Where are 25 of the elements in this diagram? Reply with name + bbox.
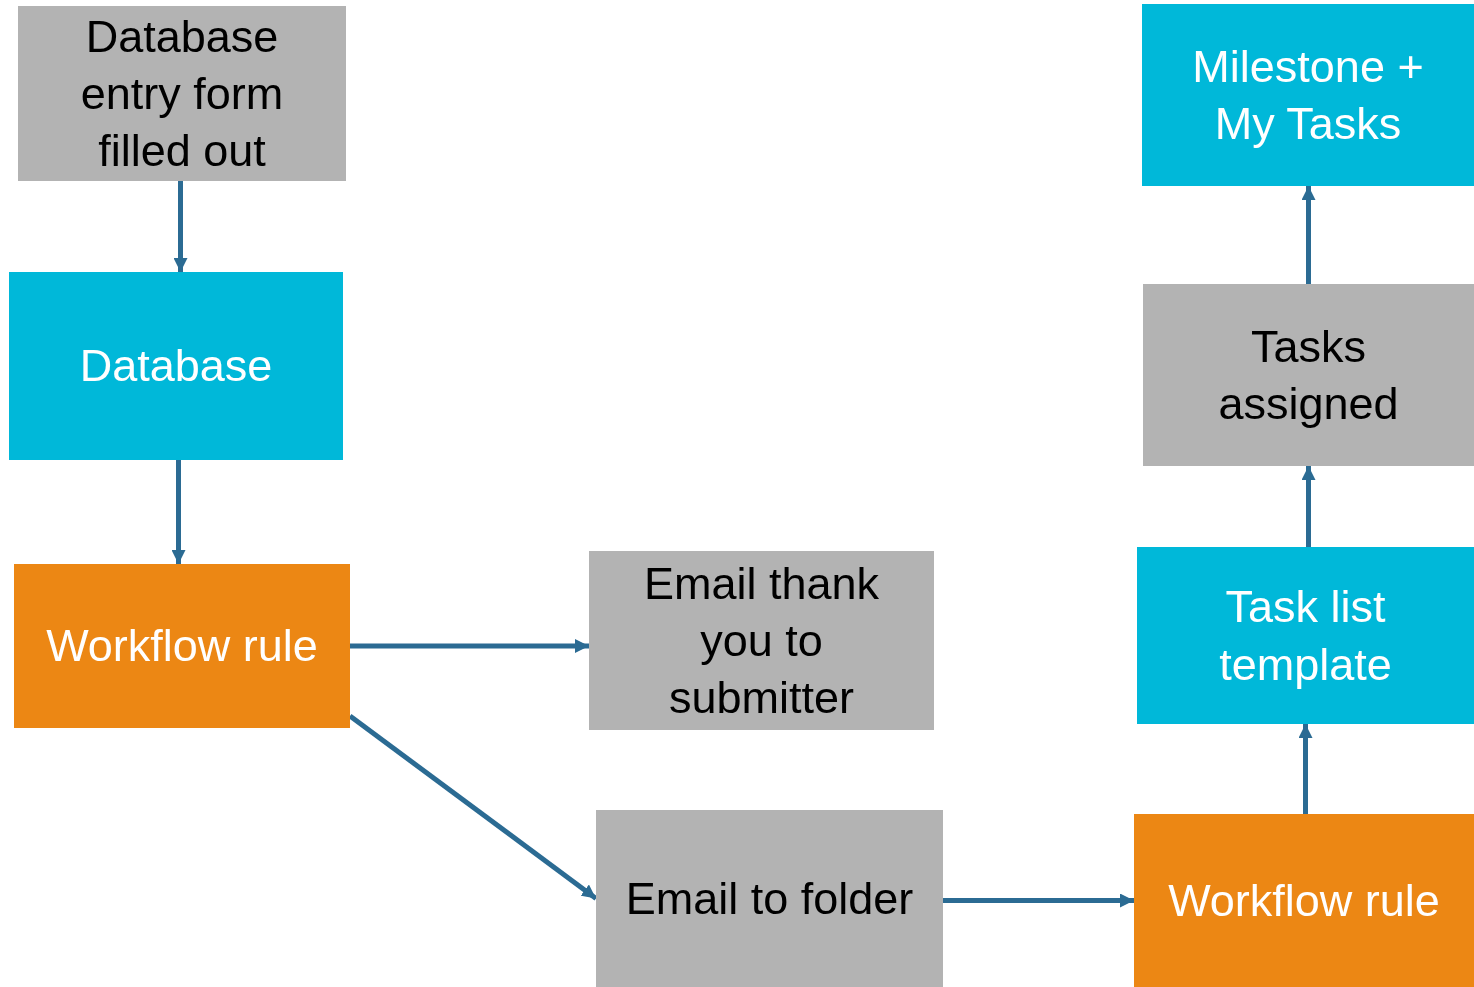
box-label: Email to folder xyxy=(625,871,914,926)
process-box xyxy=(589,551,934,730)
process-box xyxy=(14,564,350,728)
box-label: Workflow rule xyxy=(46,619,318,674)
arrow xyxy=(171,460,186,564)
arrow xyxy=(1301,466,1316,547)
arrow xyxy=(1298,724,1313,814)
process-box xyxy=(1134,814,1474,987)
process-box xyxy=(18,6,346,181)
box-label: Database xyxy=(79,339,273,394)
box-label: Tasks assigned xyxy=(1217,319,1400,431)
process-box xyxy=(1137,547,1474,724)
process-box xyxy=(9,272,343,460)
box-label: Task list template xyxy=(1218,580,1393,692)
box-label: Email thank you to submitter xyxy=(642,556,881,726)
arrow xyxy=(350,639,589,653)
arrow xyxy=(1301,186,1316,284)
box-label: Workflow rule xyxy=(1168,873,1440,928)
process-box xyxy=(596,810,943,987)
box-label: Milestone + My Tasks xyxy=(1191,39,1425,151)
arrow xyxy=(943,893,1134,908)
process-box xyxy=(1143,284,1474,466)
box-label: Database entry form filled out xyxy=(79,9,285,179)
process-box xyxy=(1142,4,1474,186)
arrow xyxy=(173,181,188,272)
